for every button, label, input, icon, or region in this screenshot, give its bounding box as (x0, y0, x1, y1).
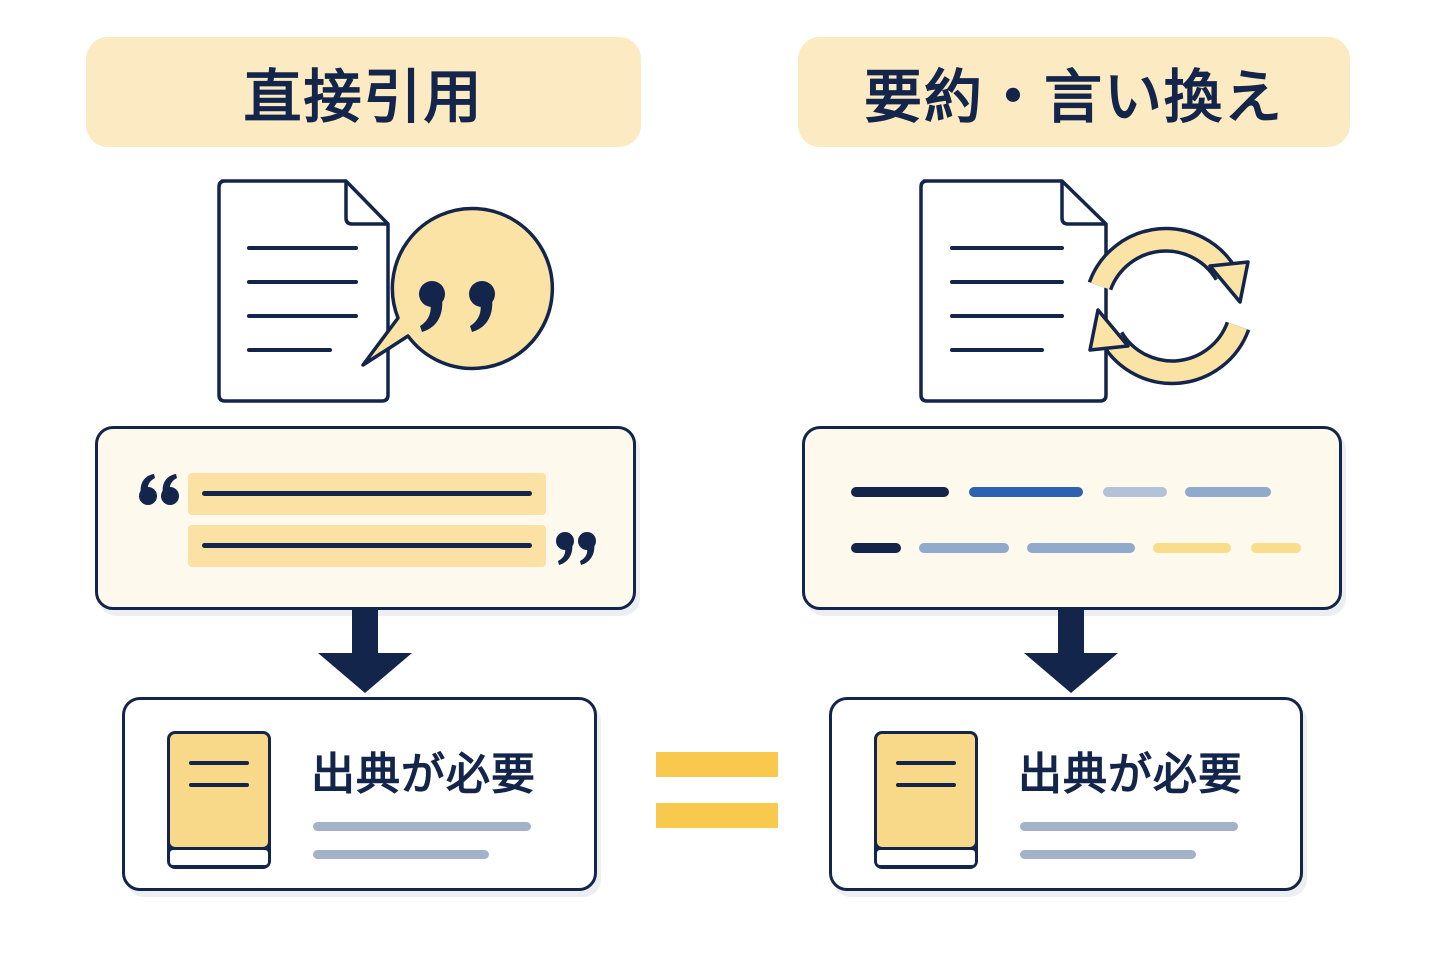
paraphrase-header: 要約・言い換え (798, 37, 1350, 147)
summary-segment (851, 487, 949, 497)
book-icon (167, 731, 271, 869)
citation-required-label: 出典が必要 (1018, 749, 1243, 800)
quoted-line-2 (188, 525, 546, 567)
citation-required-card: 出典が必要 (829, 697, 1303, 891)
summary-segment (1185, 487, 1271, 497)
paraphrased-text-panel (802, 426, 1342, 610)
direct-quote-header: 直接引用 (86, 37, 641, 147)
summary-segment (969, 487, 1083, 497)
quoted-line-1 (188, 473, 546, 515)
book-icon (874, 731, 978, 869)
arrow-down-icon (318, 609, 412, 693)
summary-segment (1027, 543, 1135, 553)
refresh-cycle-icon (1087, 226, 1251, 386)
summary-segment (851, 543, 901, 553)
placeholder-line (1020, 850, 1196, 859)
citation-required-label: 出典が必要 (311, 749, 536, 800)
quoted-text-panel (95, 426, 636, 610)
equals-icon (656, 752, 778, 828)
summary-segment (919, 543, 1009, 553)
citation-required-card: 出典が必要 (122, 697, 597, 891)
document-icon (919, 179, 1108, 403)
direct-quote-title: 直接引用 (243, 63, 484, 131)
summary-segment (1103, 487, 1167, 497)
close-quote-icon (556, 532, 596, 565)
summary-segment (1153, 543, 1231, 553)
paraphrase-title: 要約・言い換え (863, 63, 1284, 131)
summary-segment (1251, 543, 1301, 553)
document-icon (217, 179, 390, 403)
placeholder-line (313, 822, 531, 831)
placeholder-line (313, 850, 489, 859)
open-quote-icon (139, 474, 179, 505)
placeholder-line (1020, 822, 1238, 831)
quote-bubble-icon (361, 206, 555, 371)
arrow-down-icon (1024, 609, 1118, 693)
